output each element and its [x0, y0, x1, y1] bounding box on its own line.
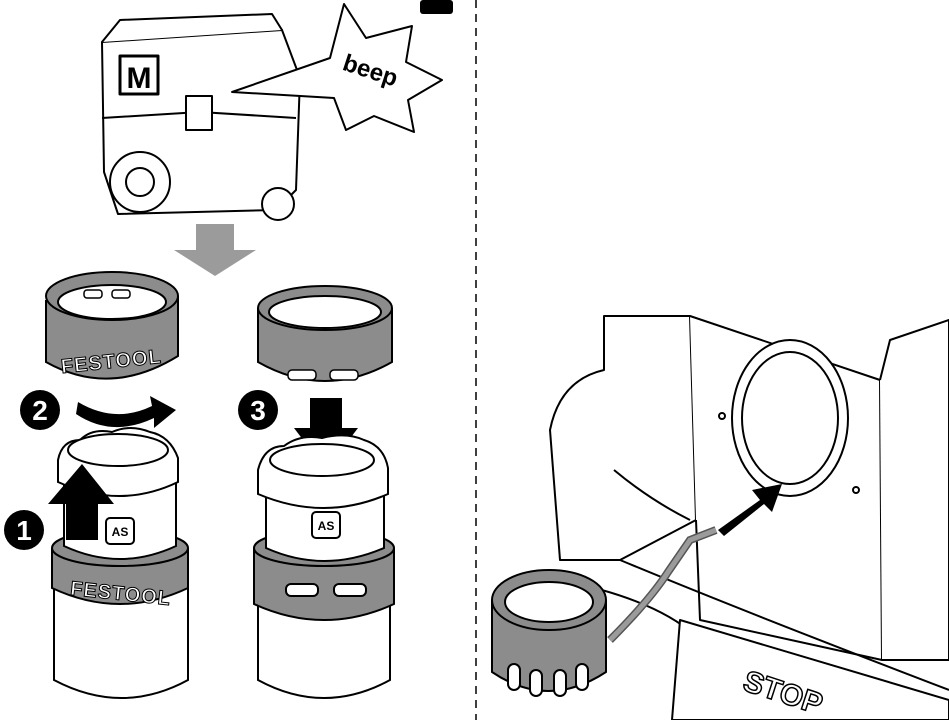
adapter-logo-right: AS — [318, 519, 335, 533]
sleeve-brand-label-bottom: FESTOOL — [69, 578, 172, 610]
step-badge-1 — [4, 510, 44, 550]
festool-sleeve-ring-right — [257, 285, 393, 382]
page-tab-marker — [420, 0, 453, 14]
step-number-1: 1 — [16, 515, 32, 546]
step-number-2: 2 — [32, 395, 48, 426]
push-down-arrow — [294, 398, 358, 470]
mode-letter: M — [127, 62, 152, 95]
right-panel — [549, 315, 949, 720]
machine-body — [549, 315, 697, 561]
control-display — [671, 619, 949, 720]
step-number-3: 3 — [250, 395, 266, 426]
adapter-logo-left: AS — [112, 525, 129, 539]
mode-indicator-box — [118, 54, 160, 96]
dust-cap — [491, 526, 718, 697]
push-up-arrow — [48, 464, 114, 540]
vacuum-extractor — [101, 13, 301, 221]
left-panel: M beep FESTOOL 2 3 — [4, 0, 453, 699]
step-badge-3 — [238, 390, 278, 430]
insert-arrow — [718, 484, 782, 536]
down-arrow-gray — [174, 224, 256, 276]
speech-burst — [231, 3, 443, 133]
step-badge-2 — [20, 390, 60, 430]
hose-end-left — [51, 427, 189, 699]
hose-end-right — [253, 434, 395, 699]
rotate-arrow — [76, 396, 176, 428]
festool-sleeve-ring-left — [45, 271, 179, 380]
